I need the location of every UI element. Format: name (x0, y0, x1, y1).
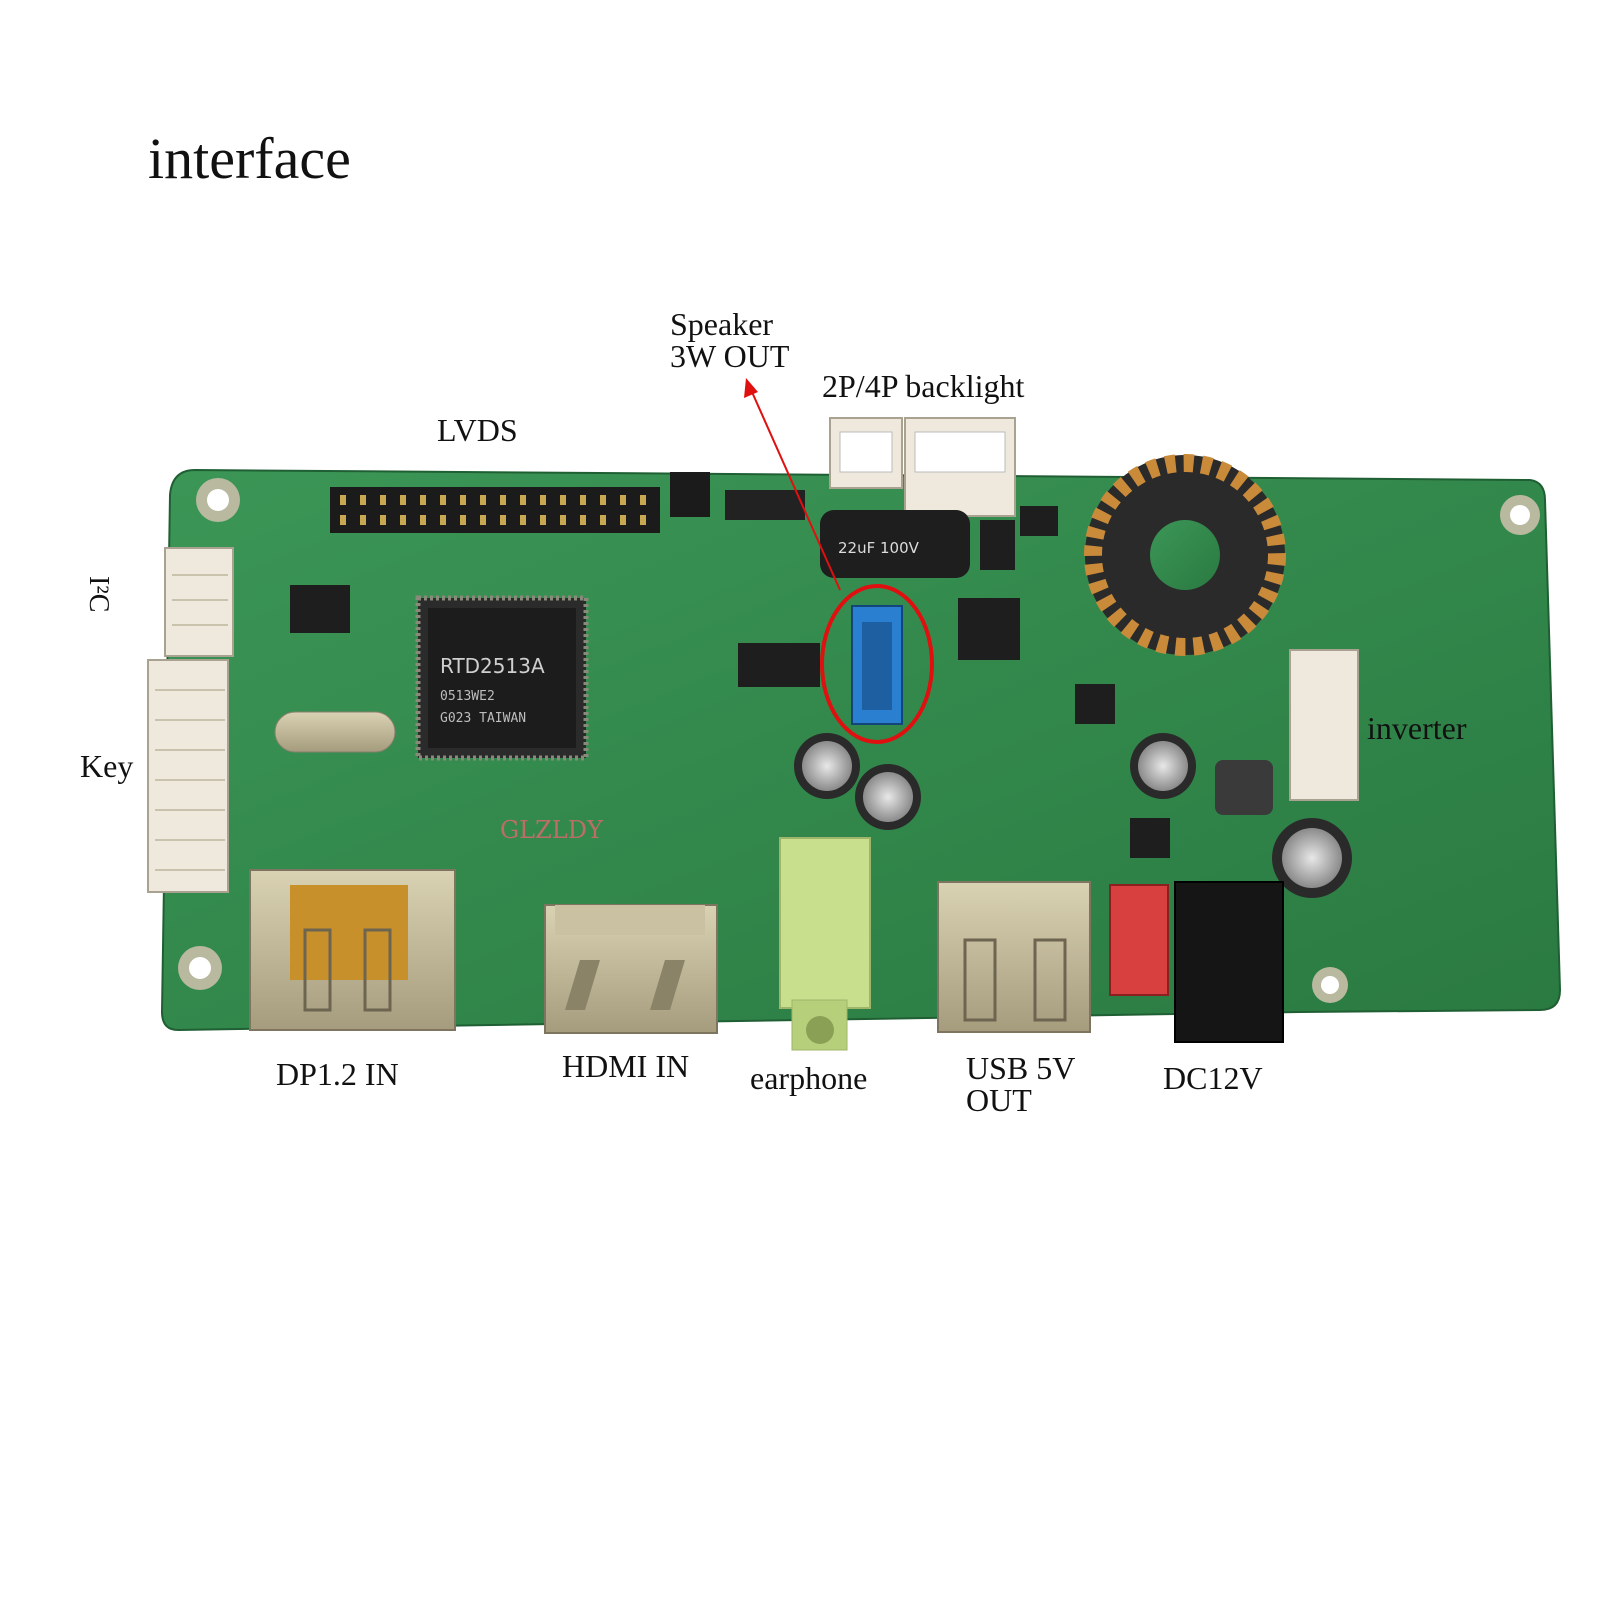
label-earphone: earphone (750, 1060, 868, 1096)
chip-line2: 0513WE2 (440, 689, 495, 704)
side-connectors (147, 547, 234, 893)
label-dc: DC12V (1163, 1060, 1263, 1096)
label-speaker: Speaker 3W OUT (670, 308, 789, 372)
arrow-icon (744, 378, 841, 591)
label-backlight: 2P/4P backlight (822, 368, 1025, 404)
highlight-circle-icon (820, 584, 934, 744)
earphone-jack (779, 837, 871, 1051)
dp-connector (249, 869, 456, 1031)
red-connector (1109, 884, 1169, 996)
hdmi-connector (544, 904, 718, 1034)
small-ics (290, 506, 1170, 858)
lvds-header (330, 487, 660, 533)
watermark-text: GLZLDY (500, 816, 604, 844)
cap-rating-text: 22uF 100V (838, 539, 920, 557)
main-chip: RTD2513A 0513WE2 G023 TAIWAN (415, 595, 589, 761)
label-lvds: LVDS (437, 412, 518, 448)
label-speaker-line1: Speaker (670, 306, 774, 342)
power-inductor (1215, 760, 1273, 815)
mounting-holes (178, 478, 1540, 1003)
label-hdmi: HDMI IN (562, 1048, 690, 1084)
dc-jack (1174, 881, 1284, 1043)
label-usb-line2: OUT (966, 1082, 1032, 1118)
crystal (274, 711, 396, 753)
chip-label: RTD2513A (440, 654, 545, 678)
label-inverter: inverter (1367, 710, 1467, 746)
page-title: interface (148, 126, 351, 191)
label-i2c: I²C (83, 576, 114, 613)
label-dp: DP1.2 IN (276, 1056, 399, 1092)
label-usb-line1: USB 5V (966, 1050, 1076, 1086)
vertical-capacitors (794, 733, 1352, 898)
inverter-connector (1289, 649, 1359, 801)
toroid-inductor (1084, 454, 1286, 656)
usb-connector (937, 881, 1091, 1033)
backlight-connectors (829, 417, 1016, 517)
label-key: Key (80, 748, 134, 784)
chip-line3: G023 TAIWAN (440, 711, 526, 726)
horizontal-capacitors: 22uF 100V (820, 510, 970, 578)
label-speaker-line2: 3W OUT (670, 338, 790, 374)
label-usb: USB 5V OUT (966, 1052, 1075, 1116)
